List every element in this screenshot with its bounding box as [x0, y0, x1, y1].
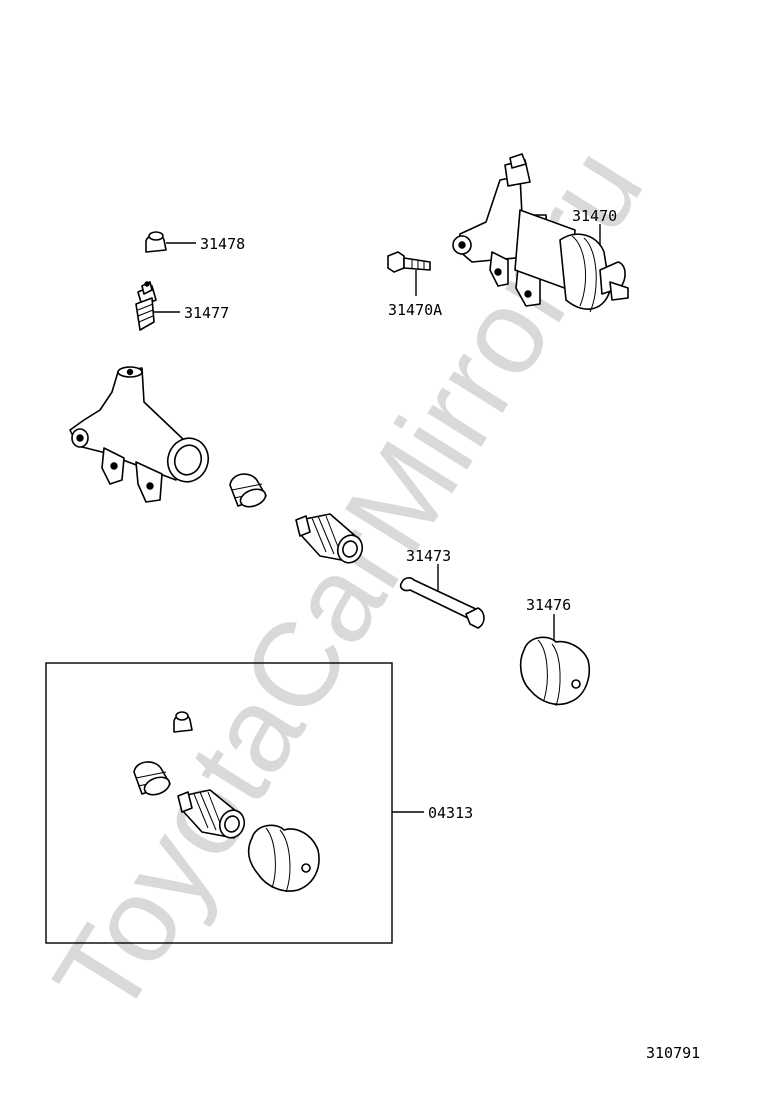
push-rod-part	[399, 577, 485, 629]
release-cylinder-assembly	[452, 153, 629, 313]
piston-cup-part	[229, 473, 267, 508]
label-31477: 31477	[184, 304, 229, 322]
label-31478: 31478	[200, 235, 245, 253]
kit-piston-part	[177, 789, 246, 839]
piston-part	[295, 513, 364, 564]
bleeder-bolt-part	[387, 251, 431, 273]
kit-boot-part	[247, 824, 320, 893]
label-04313: 04313	[428, 804, 473, 822]
bleeder-cap-part	[145, 231, 167, 253]
repair-kit-box	[45, 662, 393, 944]
label-31476: 31476	[526, 596, 571, 614]
label-31470a: 31470A	[388, 301, 442, 319]
boot-part	[519, 636, 590, 707]
kit-cap-part	[173, 711, 193, 733]
label-31473: 31473	[406, 547, 451, 565]
diagram-code: 310791	[646, 1044, 700, 1062]
bleeder-plug-part	[135, 281, 157, 331]
leader-lines	[154, 224, 601, 813]
label-31470: 31470	[572, 207, 617, 225]
kit-cup-part	[133, 761, 171, 796]
cylinder-body-part	[69, 366, 210, 503]
